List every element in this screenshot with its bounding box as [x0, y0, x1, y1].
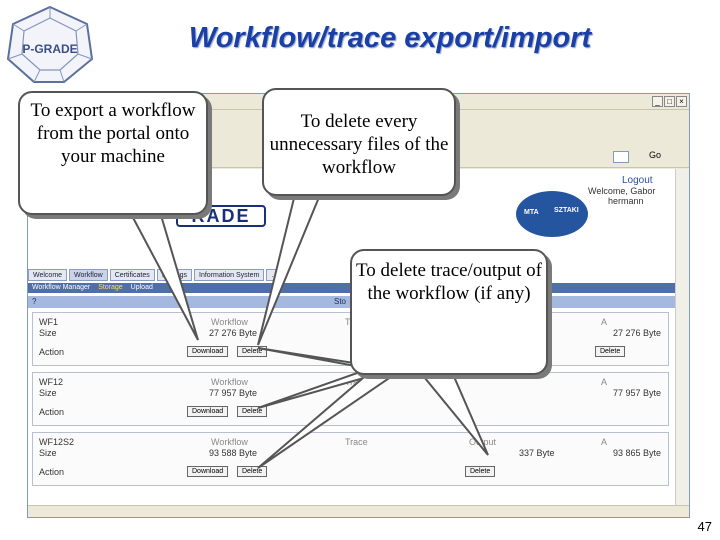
trace-column: Trace	[345, 437, 368, 447]
callout-delete-files: To delete every unnecessary files of the…	[262, 88, 456, 196]
workflow-name: WF12	[39, 377, 64, 387]
download-button[interactable]: Download	[187, 406, 229, 417]
workflow-name: WF1	[39, 317, 58, 327]
output-size: 337 Byte	[519, 448, 555, 458]
action-label: Action	[39, 467, 65, 477]
size-label: Size	[39, 328, 57, 338]
status-bar	[28, 505, 689, 517]
tab-welcome[interactable]: Welcome	[28, 269, 68, 281]
subnav-workflow-manager[interactable]: Workflow Manager	[32, 284, 91, 291]
tab-settings[interactable]: Settings	[156, 269, 193, 281]
delete-output-button[interactable]: Delete	[465, 466, 496, 477]
workflow-size: 27 276 Byte	[209, 328, 258, 338]
vertical-scrollbar[interactable]	[675, 169, 689, 505]
delete-all-button[interactable]: Delete	[595, 346, 626, 357]
logout-link[interactable]: Logout	[622, 175, 653, 186]
download-button[interactable]: Download	[187, 346, 229, 357]
tab-information-system[interactable]: Information System	[194, 269, 265, 281]
tab-more[interactable]: ...	[266, 269, 283, 281]
delete-button[interactable]: Delete	[237, 346, 268, 357]
portal-tabs: Welcome Workflow Certificates Settings I…	[28, 269, 283, 281]
panel-title: Sto	[334, 297, 347, 306]
svg-text:P-GRADE: P-GRADE	[22, 42, 77, 56]
output-column: Output	[469, 437, 497, 447]
subnav-upload[interactable]: Upload	[130, 284, 153, 291]
all-column: A	[601, 437, 608, 447]
trace-column: Trace	[345, 377, 368, 387]
size-label: Size	[39, 388, 57, 398]
action-label: Action	[39, 347, 65, 357]
close-icon[interactable]: ×	[676, 96, 687, 107]
action-label: Action	[39, 407, 65, 417]
sztaki-logo-text: SZTAKI	[554, 207, 579, 214]
all-size: 27 276 Byte	[613, 328, 662, 338]
welcome-text: Welcome, Gabor	[588, 186, 656, 196]
workflow-row-wf12: WF12 Size Action Workflow 77 957 Byte Tr…	[32, 372, 669, 426]
subnav-storage[interactable]: Storage	[98, 284, 123, 291]
mta-logo-text: MTA	[524, 209, 539, 216]
slide-title: Workflow/trace export/import	[188, 22, 592, 54]
maximize-icon[interactable]: □	[664, 96, 675, 107]
workflow-column: Workflow	[211, 437, 248, 447]
workflow-name: WF12S2	[39, 437, 75, 447]
mta-sztaki-logo	[516, 191, 588, 237]
address-dropdown[interactable]	[613, 151, 629, 163]
go-button[interactable]: Go	[648, 150, 661, 160]
p-grade-logo: P-GRADE	[4, 4, 96, 84]
download-button[interactable]: Download	[187, 466, 229, 477]
delete-button[interactable]: Delete	[237, 466, 268, 477]
workflow-size: 93 588 Byte	[209, 448, 258, 458]
all-size: 93 865 Byte	[613, 448, 662, 458]
workflow-column: Workflow	[211, 377, 248, 387]
callout-export: To export a workflow from the portal ont…	[18, 91, 208, 215]
size-label: Size	[39, 448, 57, 458]
delete-button[interactable]: Delete	[237, 406, 268, 417]
welcome-text-username: hermann	[608, 196, 644, 206]
workflow-column: Workflow	[211, 317, 248, 327]
callout-delete-trace: To delete trace/output of the workflow (…	[350, 249, 548, 375]
tab-certificates[interactable]: Certificates	[109, 269, 155, 281]
tab-workflow[interactable]: Workflow	[69, 269, 108, 281]
slide-number: 47	[697, 519, 712, 534]
all-column: A	[601, 377, 608, 387]
all-column: A	[601, 317, 608, 327]
help-icon[interactable]: ?	[32, 297, 37, 306]
all-size: 77 957 Byte	[613, 388, 662, 398]
workflow-row-wf12s2: WF12S2 Size Action Workflow 93 588 Byte …	[32, 432, 669, 486]
workflow-size: 77 957 Byte	[209, 388, 258, 398]
minimize-icon[interactable]: _	[652, 96, 663, 107]
trace-column: Tr	[345, 317, 353, 327]
